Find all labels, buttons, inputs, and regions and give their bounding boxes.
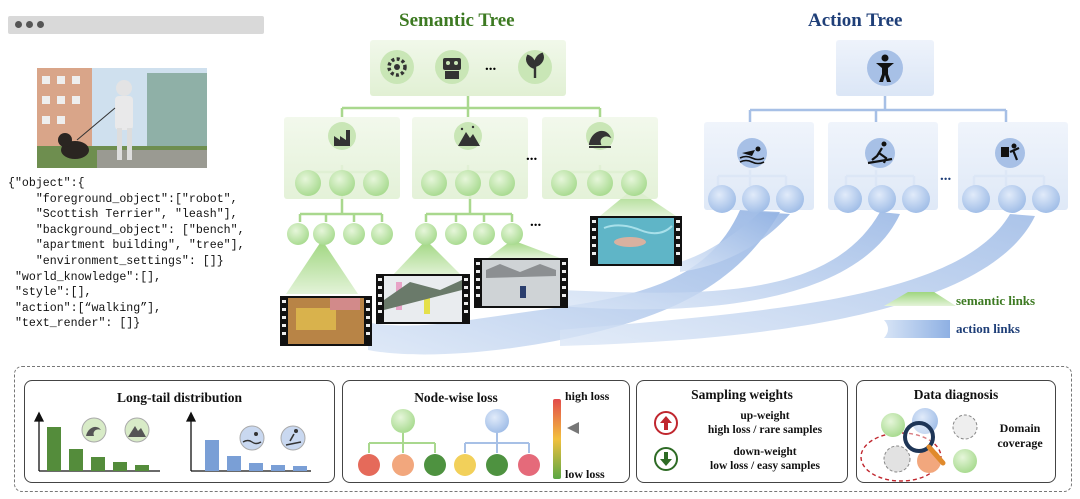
panel-title: Sampling weights	[691, 387, 793, 402]
action-link-ribbon	[560, 212, 900, 310]
mountain-icon	[124, 417, 150, 443]
action-ellipsis: ...	[940, 168, 952, 184]
panel-title: Data diagnosis	[913, 387, 999, 402]
magnifier-icon	[903, 421, 946, 466]
semantic-root-ellipsis: ...	[485, 58, 497, 74]
window-dot	[26, 21, 33, 28]
panel-node-loss: Node-wise loss high loss low loss	[342, 380, 630, 483]
up-weight-sub: high loss / rare samples	[707, 424, 823, 436]
code-line: "foreground_object":["robot",	[8, 192, 238, 206]
video-clip-frame	[590, 216, 682, 266]
analysis-section	[14, 366, 1072, 492]
action-level2-nodes	[708, 185, 1060, 213]
code-line: {"object":{	[8, 177, 85, 190]
wave-icon	[586, 122, 614, 150]
plant-icon	[518, 50, 552, 84]
action-tree-title: Action Tree	[808, 10, 903, 31]
domain-label: Domain	[999, 421, 1041, 435]
up-weight-title: up-weight	[740, 410, 790, 422]
coverage-label: coverage	[997, 436, 1043, 450]
green-bars	[47, 427, 149, 471]
loss-scale-bar	[553, 399, 561, 479]
code-line: "action":[“walking”],	[8, 301, 162, 315]
video-clip-frame	[280, 296, 372, 346]
skier-icon	[865, 138, 895, 168]
swimmer-icon	[737, 138, 767, 168]
semantic-tree-title: Semantic Tree	[399, 10, 515, 31]
down-weight-title: down-weight	[733, 446, 797, 458]
panel-title: Node-wise loss	[414, 390, 498, 405]
wave-icon	[81, 417, 107, 443]
factory-icon	[328, 122, 356, 150]
loss-pointer	[567, 422, 579, 434]
semantic-level3-nodes	[287, 223, 523, 245]
semantic-link	[488, 240, 560, 258]
semantic-link	[600, 188, 676, 216]
semantic-link	[286, 240, 358, 294]
long-tail-charts	[33, 411, 311, 472]
arrow-up-icon	[654, 411, 678, 435]
window-titlebar	[8, 16, 264, 34]
arrow-down-icon	[654, 447, 678, 471]
skier-icon	[280, 425, 306, 451]
down-weight-sub: low loss / easy samples	[710, 460, 820, 472]
low-loss-label: low loss	[565, 467, 605, 481]
code-line: "background_object": ["bench",	[8, 223, 245, 237]
window-dot	[15, 21, 22, 28]
worker-icon	[995, 138, 1025, 168]
legend-action-swatch	[884, 320, 950, 338]
robot-icon	[435, 50, 469, 84]
legend-semantic-label: semantic links	[956, 293, 1036, 308]
example-photo-robot-dog	[37, 68, 207, 168]
code-line: "apartment building", "tree"],	[8, 239, 245, 253]
panel-diagnosis: Data diagnosis Domain coverage	[856, 380, 1056, 483]
person-icon	[867, 50, 903, 86]
node-loss-diagram	[358, 399, 579, 479]
panel-long-tail: Long-tail distribution	[24, 380, 335, 483]
code-line: "Scottish Terrier", "leash"],	[8, 208, 238, 222]
video-clip-frame	[376, 274, 470, 324]
semantic-l2-ellipsis: ...	[530, 214, 542, 230]
metadata-json-listing: {"object":{ "foreground_object":["robot"…	[8, 176, 270, 332]
high-loss-label: high loss	[565, 389, 610, 403]
window-dot	[37, 21, 44, 28]
semantic-link	[392, 240, 462, 276]
gear-icon	[380, 50, 414, 84]
action-link-ribbon	[560, 214, 1035, 346]
code-line: "style":[],	[8, 286, 92, 300]
semantic-level2-nodes	[295, 170, 647, 196]
semantic-l1-ellipsis: ...	[526, 148, 538, 164]
swimmer-icon	[239, 425, 265, 451]
mountain-icon	[454, 122, 482, 150]
legend-action-label: action links	[956, 321, 1020, 336]
code-line: "text_render": []}	[8, 317, 141, 331]
action-link-ribbon	[680, 212, 790, 272]
panel-sampling: Sampling weights up-weight high loss / r…	[636, 380, 848, 483]
legend-semantic-swatch	[884, 292, 956, 306]
blue-bars	[205, 440, 307, 471]
action-link-ribbon	[368, 210, 780, 355]
code-line: "environment_settings": []}	[8, 254, 224, 268]
panel-title: Long-tail distribution	[117, 390, 242, 405]
video-clip-frame	[474, 258, 568, 308]
code-line: "world_knowledge":[],	[8, 270, 162, 284]
